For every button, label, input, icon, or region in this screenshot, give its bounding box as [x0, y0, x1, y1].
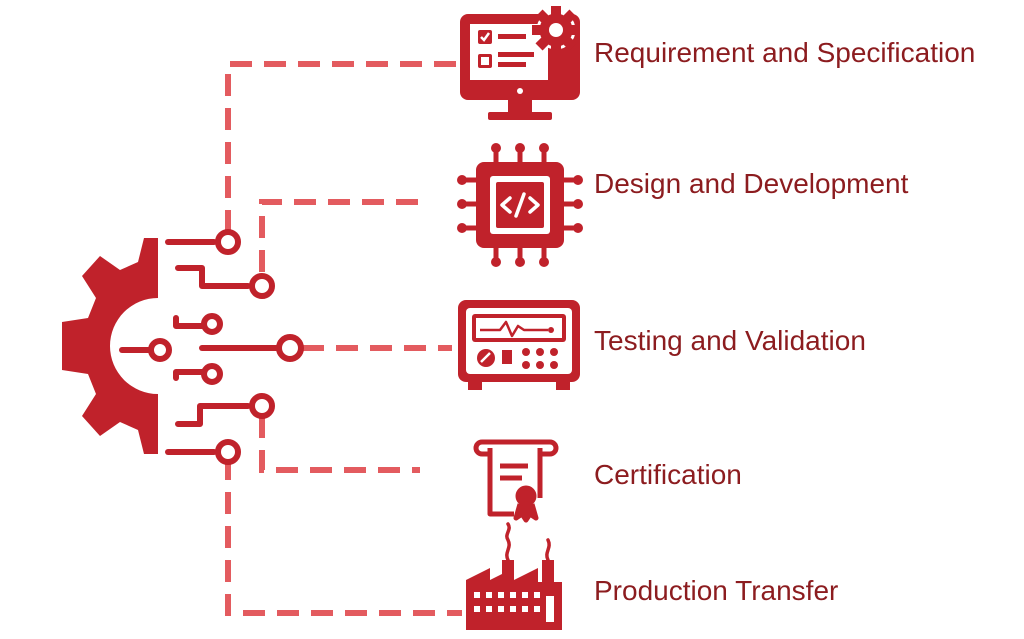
stage-testing: Testing and Validation	[458, 300, 866, 390]
factory-icon	[466, 522, 562, 630]
stage-certification: Certification	[473, 439, 742, 523]
connector-requirement	[225, 61, 456, 232]
gear-half	[62, 238, 158, 454]
stage-label-requirement: Requirement and Specification	[594, 37, 975, 68]
connector-certification	[259, 416, 420, 473]
stage-label-production: Production Transfer	[594, 575, 838, 606]
chip-code-icon	[457, 143, 583, 267]
connector-design	[259, 199, 428, 272]
stage-label-testing: Testing and Validation	[594, 325, 866, 356]
monitor-checklist-gear-icon	[460, 6, 580, 120]
connector-production	[225, 458, 462, 616]
stage-label-certification: Certification	[594, 459, 742, 490]
circuit-nodes	[148, 229, 304, 465]
connector-lines	[225, 61, 462, 616]
stage-production: Production Transfer	[466, 522, 838, 630]
certificate-scroll-icon	[473, 439, 559, 523]
stage-label-design: Design and Development	[594, 168, 909, 199]
circuit-traces	[119, 239, 283, 455]
gear-circuit-icon	[62, 229, 304, 465]
test-instrument-icon	[458, 300, 580, 390]
stage-requirement: Requirement and Specification	[460, 6, 975, 120]
stage-design: Design and Development	[457, 143, 909, 267]
